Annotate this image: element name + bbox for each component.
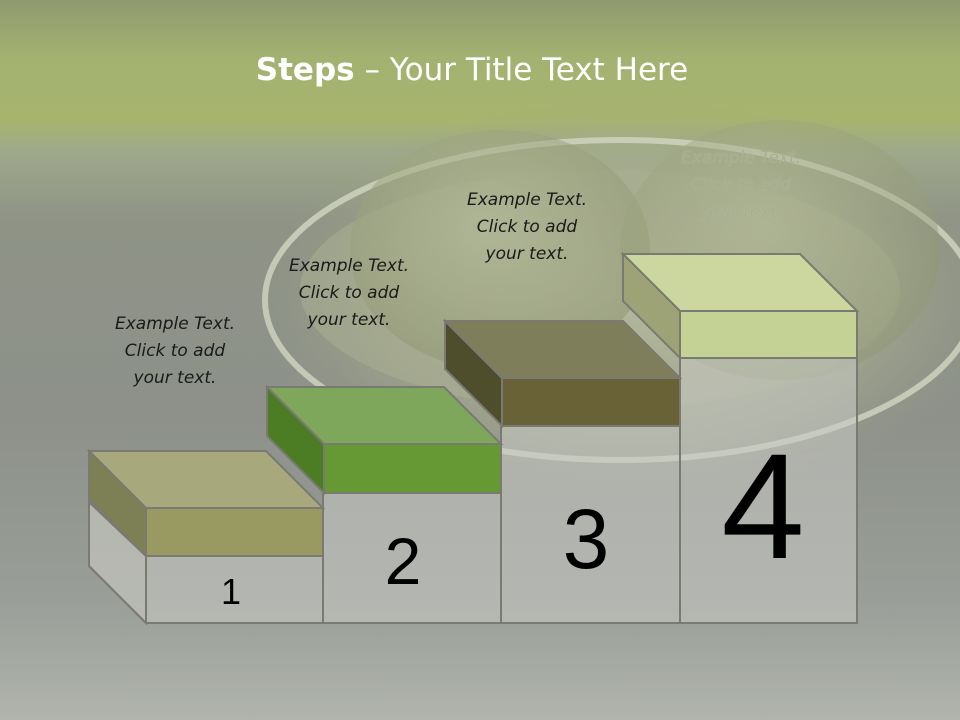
step-4-number: 4 [721,422,804,590]
caption-line: Example Text. [680,148,802,168]
caption-line: Click to add [124,341,226,361]
step-3-number: 3 [563,492,610,586]
caption-line: your text. [485,244,569,264]
apple-shape [350,130,650,370]
caption-line: your text. [133,368,217,388]
caption-line: Click to add [690,175,792,195]
caption-line: Example Text. [114,314,236,334]
step-2-number: 2 [385,524,422,598]
step-4-caption[interactable]: Example Text. Click to add your text. [651,145,831,226]
caption-line: Click to add [298,283,400,303]
caption-line: Example Text. [466,190,588,210]
step-4-front-face [679,310,858,359]
caption-line: your text. [699,202,783,222]
step-2-front-face [323,443,502,494]
caption-line: Click to add [476,217,578,237]
caption-line: your text. [307,310,391,330]
slide-title[interactable]: Steps – Your Title Text Here [0,52,944,88]
step-3-front-face [501,377,681,427]
step-3-caption[interactable]: Example Text. Click to add your text. [437,187,617,268]
step-1-front-face [145,507,324,557]
step-2-caption[interactable]: Example Text. Click to add your text. [259,253,439,334]
title-bold: Steps [255,52,355,88]
step-1-caption[interactable]: Example Text. Click to add your text. [85,311,265,392]
title-rest: – Your Title Text Here [354,52,689,88]
step-1-number: 1 [221,571,241,612]
caption-line: Example Text. [288,256,410,276]
